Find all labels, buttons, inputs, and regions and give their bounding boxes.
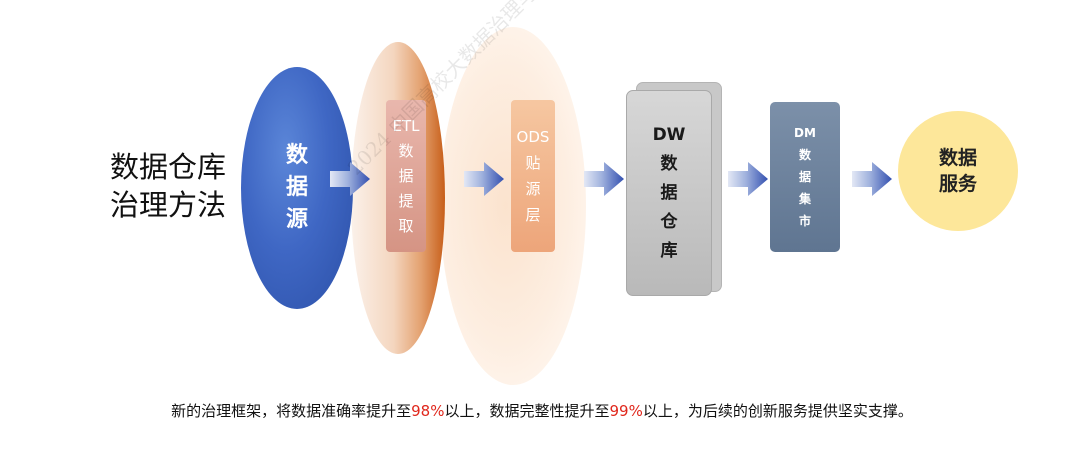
dm-node: DM 数 据 集 市 bbox=[770, 102, 840, 252]
etl-node: ETL 数 据 提 取 bbox=[386, 100, 426, 252]
ods-node: ODS 贴 源 层 bbox=[511, 100, 555, 252]
flow-arrow-1 bbox=[330, 162, 370, 196]
flow-arrow-3 bbox=[584, 162, 624, 196]
data-source-node: 数 据 源 bbox=[241, 67, 353, 309]
etl-label: ETL 数 据 提 取 bbox=[392, 116, 420, 235]
caption-text: 新的治理框架，将数据准确率提升至98%以上，数据完整性提升至99%以上，为后续的… bbox=[171, 402, 913, 420]
flow-arrow-5 bbox=[852, 162, 892, 196]
diagram-title: 数据仓库 治理方法 bbox=[98, 148, 238, 224]
dw-label: DW 数 据 仓 库 bbox=[652, 124, 686, 261]
data-source-label: 数 据 源 bbox=[285, 143, 308, 232]
ods-label: ODS 贴 源 层 bbox=[516, 128, 550, 224]
accuracy-value: 98% bbox=[411, 402, 445, 420]
title-line-1: 数据仓库 bbox=[109, 150, 226, 184]
flow-arrow-4 bbox=[728, 162, 768, 196]
data-service-node: 数据 服务 bbox=[898, 111, 1018, 231]
data-service-label: 数据 服务 bbox=[938, 147, 977, 195]
title-line-2: 治理方法 bbox=[109, 188, 226, 222]
dm-label: DM 数 据 集 市 bbox=[794, 126, 816, 228]
dw-node: DW 数 据 仓 库 bbox=[626, 90, 712, 296]
completeness-value: 99% bbox=[609, 402, 643, 420]
flow-arrow-2 bbox=[464, 162, 504, 196]
